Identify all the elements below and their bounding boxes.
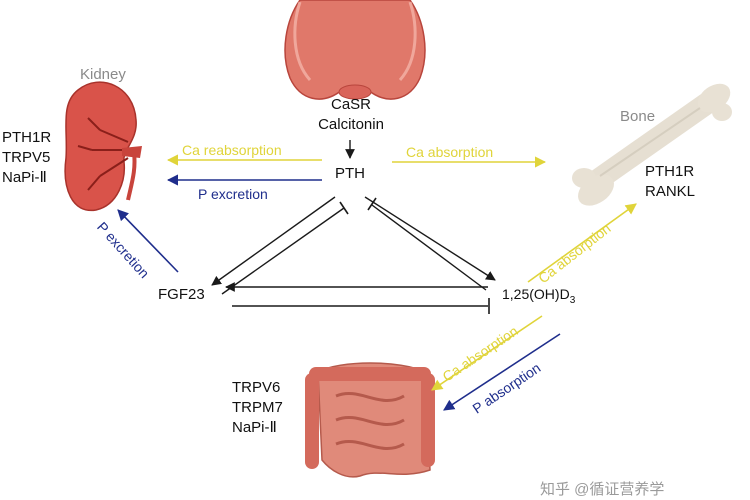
thyroid-label-casr: CaSR <box>330 96 371 113</box>
ca-reabsorption-label: Ca reabsorption <box>182 142 282 158</box>
p-excretion-kidney-label: P excretion <box>198 186 268 202</box>
p-absorption-intestine-arrow <box>443 333 561 411</box>
bone-organ <box>572 83 732 206</box>
pth-node: PTH <box>335 165 365 182</box>
vitd-node: 1,25(OH)D3 <box>502 286 575 306</box>
kidney-receptor-napi: NaPi-Ⅱ <box>2 169 47 186</box>
ca-absorption-bone-label: Ca absorption <box>406 144 494 160</box>
bone-receptor-pth1r: PTH1R <box>645 163 695 180</box>
bone-title: Bone <box>620 108 656 125</box>
fgf23-inhibits-pth <box>221 207 345 295</box>
kidney-title: Kidney <box>80 66 126 83</box>
thyroid-label-calcitonin: Calcitonin <box>318 116 384 133</box>
bone-receptor-rankl: RANKL <box>645 183 696 200</box>
fgf23-node: FGF23 <box>158 286 205 303</box>
fgf23-inhibits-pth-bar <box>339 201 349 215</box>
kidney-organ <box>64 81 142 212</box>
watermark: 知乎 @循证营养学 <box>540 481 665 498</box>
intestine-organ <box>305 362 435 478</box>
intestine-receptor-trpm7: TRPM7 <box>232 399 283 416</box>
intestine-receptor-napi: NaPi-Ⅱ <box>232 419 277 436</box>
vitd-inhibits-pth-bar <box>367 197 377 211</box>
vitd-node-subscript: 3 <box>569 294 576 306</box>
ca-absorption-intestine-arrow <box>431 315 543 391</box>
pth-to-vitd-arrow <box>364 196 496 281</box>
kidney-receptor-trpv5: TRPV5 <box>2 149 51 166</box>
kidney-receptor-pth1r: PTH1R <box>2 129 52 146</box>
thyroid-gland <box>284 0 426 100</box>
p-excretion-fgf23-arrow <box>117 209 179 273</box>
pth-to-fgf23-arrow <box>211 196 336 286</box>
vitd-ca-absorption-bone-arrow <box>527 203 637 283</box>
vitd-node-main: 1,25(OH)D <box>502 286 570 302</box>
vitd-inhibits-pth <box>371 204 487 291</box>
intestine-receptor-trpv6: TRPV6 <box>232 379 281 396</box>
